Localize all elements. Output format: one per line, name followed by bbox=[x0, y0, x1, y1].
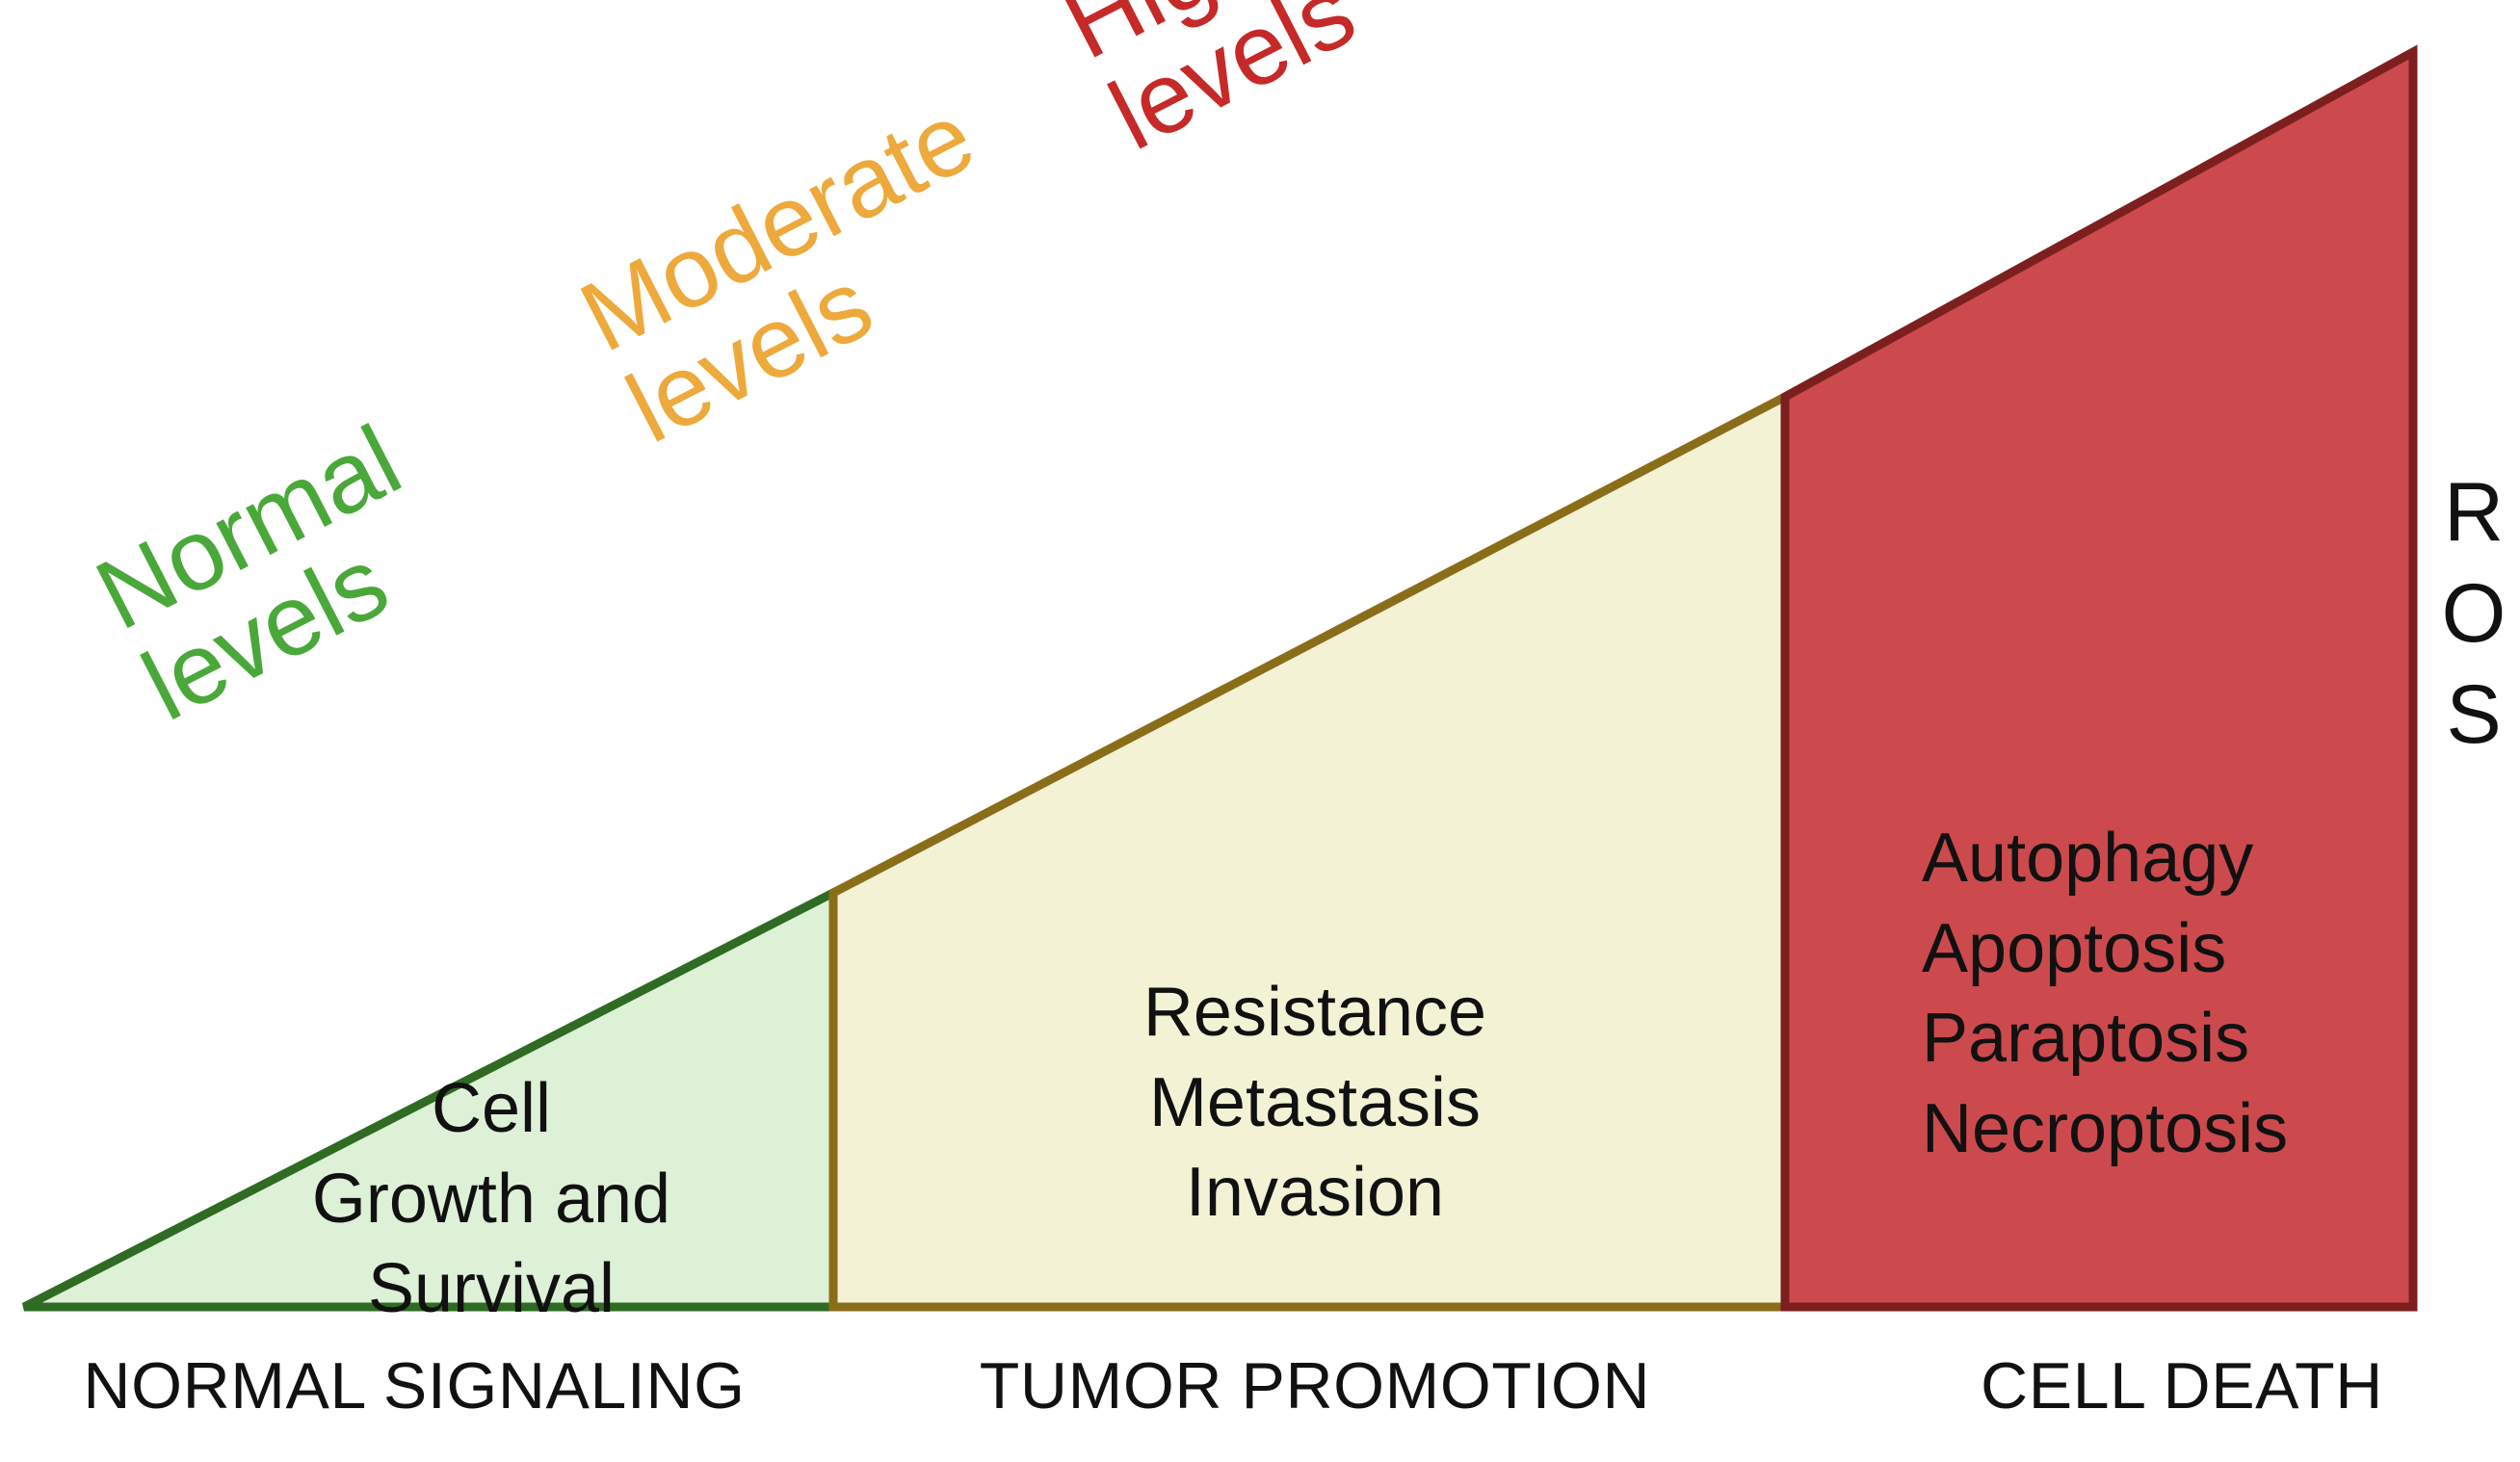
axis-caption-normal-signaling: NORMAL SIGNALING bbox=[83, 1349, 746, 1423]
zone-shape-cell-death bbox=[1780, 44, 2418, 1312]
ros-axis-letter-o: O bbox=[2441, 566, 2507, 660]
axis-caption-row: NORMAL SIGNALING TUMOR PROMOTION CELL DE… bbox=[0, 1348, 2520, 1445]
axis-caption-tumor-promotion: TUMOR PROMOTION bbox=[979, 1349, 1651, 1423]
ros-axis-letter-r: R bbox=[2443, 466, 2505, 559]
zone-outcomes-cell-death: Autophagy Apoptosis Paraptosis Necroptos… bbox=[1922, 820, 2289, 1167]
ros-axis-letter-s: S bbox=[2446, 667, 2502, 761]
zone-outcomes-normal-signaling: Cell Growth and Survival bbox=[311, 1070, 671, 1328]
zone-outcomes-tumor-promotion: Resistance Metastasis Invasion bbox=[1142, 974, 1487, 1232]
axis-caption-cell-death: CELL DEATH bbox=[1981, 1349, 2383, 1423]
